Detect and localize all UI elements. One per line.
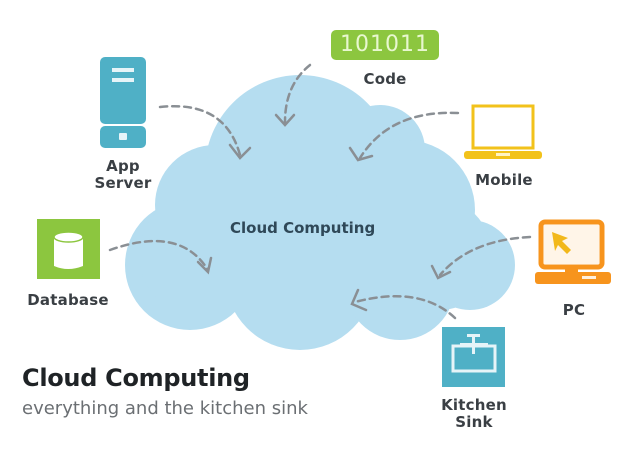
- kitchen-sink-label-line2: Sink: [455, 413, 493, 431]
- desktop-pc-icon: [535, 219, 611, 284]
- cloud-center-label: Cloud Computing: [230, 219, 376, 237]
- laptop-icon: [464, 104, 542, 159]
- binary-code-badge: 101011: [331, 30, 439, 60]
- dashed-arrows: [108, 63, 532, 320]
- diagram-title: Cloud Computing: [22, 364, 250, 392]
- app-server-label-line1: App: [106, 157, 140, 175]
- sink-icon: [442, 327, 505, 387]
- arrow-heads: [196, 113, 452, 312]
- kitchen-sink-label: Kitchen Sink: [433, 397, 515, 431]
- cloud-shape: [125, 75, 515, 350]
- database-label: Database: [27, 291, 109, 309]
- server-icon: [100, 57, 146, 148]
- code-label: Code: [363, 70, 407, 88]
- app-server-label-line2: Server: [94, 174, 152, 192]
- app-server-label: App Server: [92, 158, 154, 192]
- mobile-label: Mobile: [475, 171, 533, 189]
- pc-label: PC: [562, 301, 586, 319]
- database-icon: [37, 219, 100, 279]
- kitchen-sink-label-line1: Kitchen: [441, 396, 507, 414]
- diagram-subtitle: everything and the kitchen sink: [22, 398, 308, 419]
